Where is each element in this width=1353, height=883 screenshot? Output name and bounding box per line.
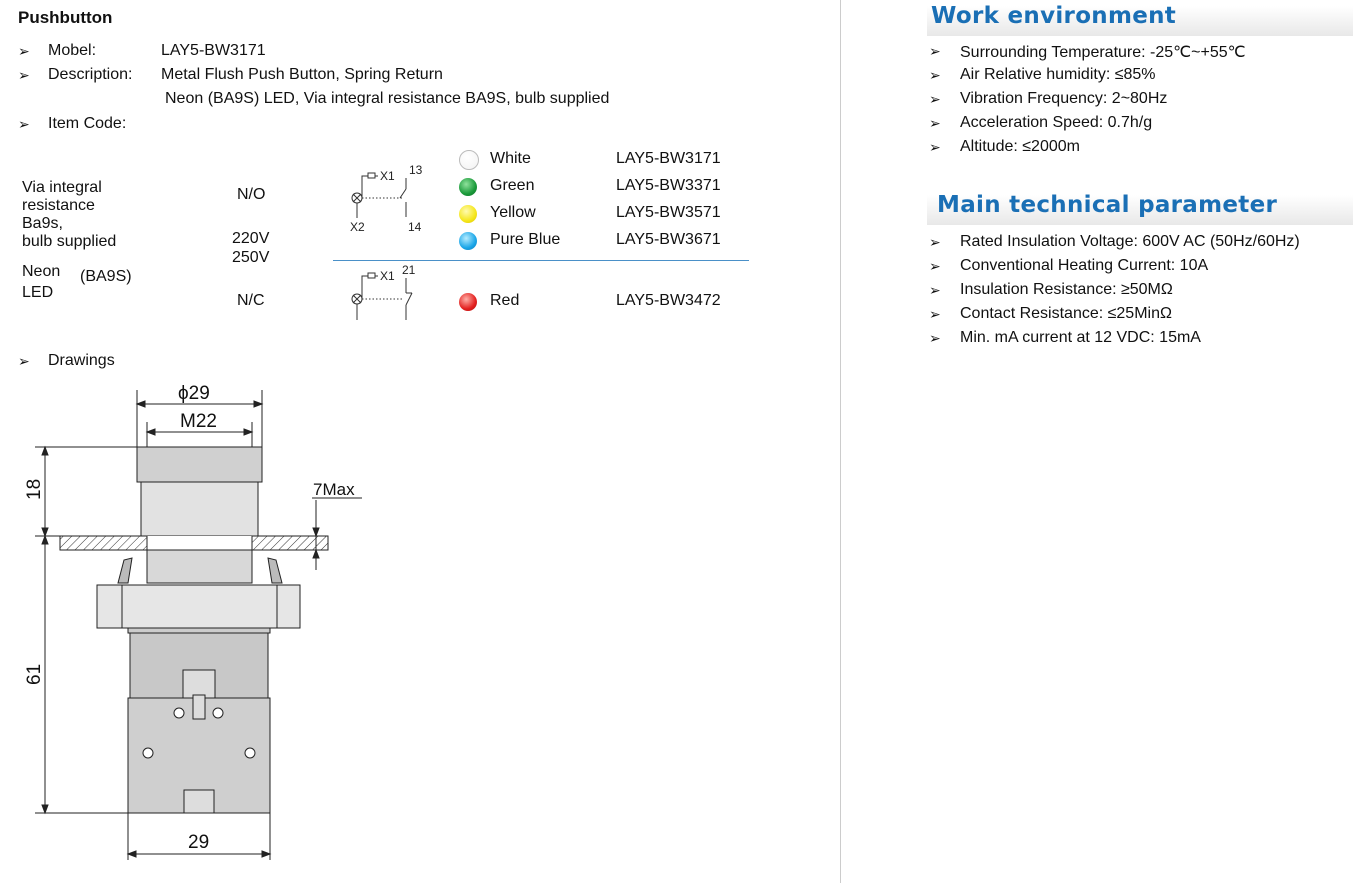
dim-cap-height: 18 [24,479,45,500]
bullet-icon: ➢ [18,353,30,369]
white-led-icon [459,150,479,170]
color-name: White [490,150,531,167]
technical-parameter-heading: Main technical parameter [937,192,1278,218]
bullet-icon: ➢ [929,67,941,83]
bullet-icon: ➢ [929,234,941,250]
dim-body-height: 61 [24,664,45,685]
dim-diameter: ϕ29 [178,383,210,404]
bullet-icon: ➢ [929,91,941,107]
table-description: Via integral resistance Ba9s, bulb suppl… [22,179,116,251]
model-value: LAY5-BW3171 [161,42,266,59]
bullet-icon: ➢ [929,139,941,155]
description-line-2: Neon (BA9S) LED, Via integral resistance… [165,90,610,107]
no-nc-schematic: X1 13 X2 14 X1 21 [350,163,423,320]
bullet-icon: ➢ [929,43,941,59]
item-code: LAY5-BW3571 [616,204,721,221]
item-code: LAY5-BW3371 [616,177,721,194]
desc-line: resistance [22,197,95,214]
voltage-220: 220V [232,230,270,247]
bullet-icon: ➢ [929,306,941,322]
red-led-icon [459,293,477,311]
schematic-x2: X2 [350,220,365,234]
schematic-nc-x1: X1 [380,269,395,283]
description-line-1: Metal Flush Push Button, Spring Return [161,66,443,83]
bullet-icon: ➢ [929,330,941,346]
schematic-13: 13 [409,163,423,177]
list-item: Surrounding Temperature: -25℃~+55℃ [960,44,1246,61]
voltage-250: 250V [232,249,270,266]
list-item: Contact Resistance: ≤25MinΩ [960,305,1172,322]
drawings-label: Drawings [48,352,115,369]
led-label: LED [22,284,54,301]
color-name: Yellow [490,204,536,221]
bullet-icon: ➢ [18,43,30,59]
item-code: LAY5-BW3472 [616,292,721,309]
item-code: LAY5-BW3671 [616,231,721,248]
item-code-label: Item Code: [48,115,127,132]
desc-line: bulb supplied [22,233,117,250]
page-title: Pushbutton [18,8,113,27]
column-divider [840,0,841,883]
schematic-21: 21 [402,263,416,277]
schematic-14: 14 [408,220,422,234]
list-item: Air Relative humidity: ≤85% [960,66,1156,83]
list-item: Altitude: ≤2000m [960,138,1080,155]
color-name: Pure Blue [490,231,561,248]
list-item: Vibration Frequency: 2~80Hz [960,90,1168,107]
description-label: Description: [48,66,133,83]
list-item: Rated Insulation Voltage: 600V AC (50Hz/… [960,233,1300,250]
work-environment-heading: Work environment [931,3,1177,29]
ba9s-label: (BA9S) [80,268,132,285]
bullet-icon: ➢ [929,282,941,298]
dim-panel-thickness: 7Max [313,480,355,499]
dim-thread: M22 [180,411,217,432]
model-label: Mobel: [48,42,97,59]
work-header-bar [927,6,1353,36]
blue-led-icon [459,232,477,250]
color-name: Red [490,292,520,309]
green-led-icon [459,178,477,196]
list-item: Acceleration Speed: 0.7h/g [960,114,1153,131]
no-label: N/O [237,186,266,203]
dim-width: 29 [188,832,209,853]
item-code: LAY5-BW3171 [616,150,721,167]
color-name: Green [490,177,535,194]
neon-label: Neon [22,263,61,280]
nc-label: N/C [237,292,265,309]
bullet-icon: ➢ [929,258,941,274]
list-item: Insulation Resistance: ≥50MΩ [960,281,1173,298]
bullet-icon: ➢ [929,115,941,131]
tech-header-bar [927,195,1353,225]
desc-line: Via integral [22,179,102,196]
schematic-x1: X1 [380,169,395,183]
desc-line: Ba9s, [22,215,63,232]
bullet-icon: ➢ [18,67,30,83]
pushbutton-drawing: ϕ29 M22 7Max 29 18 61 [24,383,362,860]
list-item: Conventional Heating Current: 10A [960,257,1209,274]
list-item: Min. mA current at 12 VDC: 15mA [960,329,1201,346]
yellow-led-icon [459,205,477,223]
bullet-icon: ➢ [18,116,30,132]
table-rule [333,260,749,261]
